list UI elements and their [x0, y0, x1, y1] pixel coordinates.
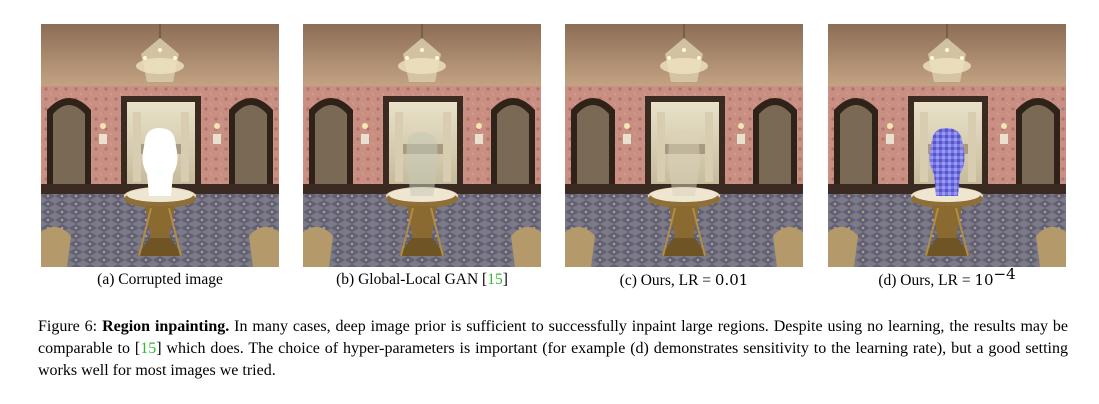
gan-result-image	[303, 24, 541, 267]
subcaption-c-text: (c) Ours, LR =	[619, 272, 715, 289]
caption-text-part2: ] which does. The choice of hyper-parame…	[38, 340, 1068, 379]
panel-a-corrupted-image	[41, 24, 279, 267]
subcaption-b-text: (b) Global-Local GAN [	[336, 271, 488, 288]
panel-b-global-local-gan	[303, 24, 541, 267]
figure-caption: Figure 6: Region inpainting. In many cas…	[38, 316, 1068, 382]
subcaption-d: (d) Ours, LR = 10−4	[828, 267, 1066, 291]
caption-text-part1: In many cases, deep image prior is suffi…	[38, 318, 1069, 357]
citation-link-15[interactable]: 15	[487, 271, 503, 288]
figure-title: Region inpainting.	[102, 318, 230, 335]
corrupted-image	[41, 24, 279, 267]
subcaption-a: (a) Corrupted image	[41, 270, 279, 290]
subcaption-d-lr-base: 10	[974, 271, 994, 289]
ours-lr-1e-4-image	[828, 24, 1066, 267]
subcaption-d-lr-exponent: −4	[993, 265, 1016, 283]
panel-d-ours-lr-1e-4	[828, 24, 1066, 267]
blue-pixelated-artifact	[929, 128, 965, 196]
inpainting-mask-hole	[142, 128, 178, 196]
ours-lr-001-image	[565, 24, 803, 267]
caption-citation-link-15[interactable]: 15	[140, 340, 157, 357]
subcaption-d-text: (d) Ours, LR =	[878, 272, 975, 289]
subcaption-b-close-bracket: ]	[502, 271, 508, 288]
subcaption-a-text: (a) Corrupted image	[97, 271, 223, 288]
panel-c-ours-lr-001	[565, 24, 803, 267]
figure-label: Figure 6:	[38, 318, 98, 335]
subcaption-c: (c) Ours, LR = 0.01	[565, 270, 803, 291]
subcaption-b: (b) Global-Local GAN [15]	[303, 270, 541, 290]
subcaption-c-lr-value: 0.01	[714, 271, 749, 289]
